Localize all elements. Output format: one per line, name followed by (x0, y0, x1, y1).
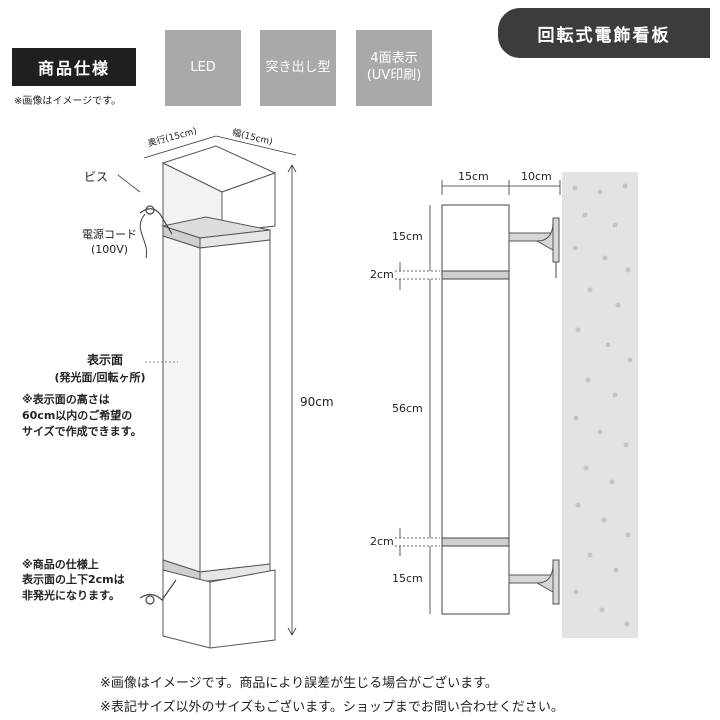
side-brackets (508, 217, 560, 605)
height-dimension (287, 164, 297, 636)
display-height-note: ※表示面の高さは 60cm以内のご希望の サイズで作成できます。 (22, 393, 142, 438)
spec-note: ※画像はイメージです。 (14, 96, 122, 107)
chip-protruding: 突き出し型 (260, 30, 336, 106)
upper-ring (161, 216, 271, 249)
chip-led: LED (165, 30, 241, 106)
dim-display: 56cm (392, 402, 423, 415)
display-title: 表示面 (86, 353, 123, 367)
display-column (162, 235, 271, 573)
spec-label: 商品仕様 (12, 48, 136, 86)
side-sign-body (441, 204, 510, 615)
wall (562, 172, 638, 638)
top-dimension-lines (143, 135, 297, 159)
side-top-dimensions (441, 180, 561, 195)
wall-texture (572, 183, 633, 627)
footer-note-1: ※画像はイメージです。商品により誤差が生じる場合がございます。 (100, 676, 498, 691)
lower-box (162, 569, 276, 649)
lower-bracket (139, 579, 177, 605)
side-vertical-dimensions (395, 205, 440, 614)
screw-label: ビス (84, 170, 109, 184)
dim-top-ring: 2cm (370, 268, 394, 281)
side-offset-label: 10cm (521, 170, 552, 183)
power-cord-label: 電源コード (100V) (82, 228, 137, 256)
non-illuminated-note: ※商品の仕様上 表示面の上下2cmは 非発光になります。 (22, 558, 125, 602)
upper-box (161, 145, 277, 233)
dim-bottom-ring: 2cm (370, 535, 394, 548)
dim-top-box: 15cm (392, 230, 423, 243)
footer-note-2: ※表記サイズ以外のサイズもございます。ショップまでお問い合わせください。 (100, 700, 564, 715)
upper-bracket (139, 205, 173, 235)
screw-leader (117, 174, 141, 193)
side-width-label: 15cm (458, 170, 489, 183)
height-label: 90cm (300, 395, 334, 409)
title-badge: 回転式電飾看板 (498, 8, 710, 58)
display-subtitle: (発光面/回転ヶ所) (54, 371, 146, 384)
dim-bottom-box: 15cm (392, 572, 423, 585)
power-cord (139, 213, 148, 259)
chip-four-sided: 4面表示 (UV印刷) (356, 30, 432, 106)
